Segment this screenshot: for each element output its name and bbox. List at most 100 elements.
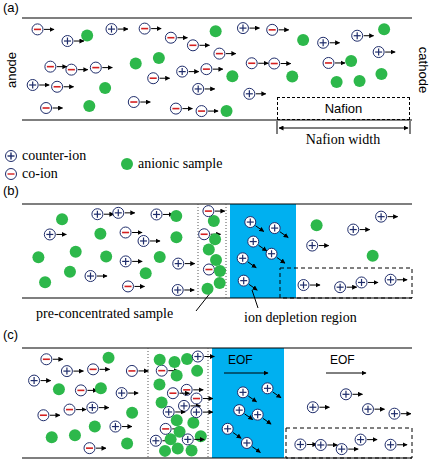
minus-sign (269, 29, 276, 31)
anionic-sample (70, 246, 82, 258)
minus-sign (169, 392, 176, 394)
counter-ion (113, 207, 124, 218)
counter-ion (340, 389, 351, 400)
legend-swatch (4, 167, 18, 181)
counter-ion (237, 253, 248, 264)
annotation-label: (b) (3, 184, 19, 198)
ion-arrow (140, 102, 150, 103)
annotation-label: (a) (3, 1, 19, 15)
counter-ion (335, 282, 346, 293)
ion-arrow (263, 418, 271, 424)
anionic-sample (56, 213, 68, 225)
ion-arrow (199, 45, 209, 46)
co-ion (88, 364, 99, 375)
minus-sign (205, 269, 212, 271)
swatch-sign (8, 173, 15, 174)
co-ion (323, 57, 334, 68)
minus-sign (193, 398, 200, 400)
annotation-label: (c) (3, 328, 18, 342)
counter-ion (172, 284, 183, 295)
anionic-sample (367, 250, 379, 262)
counter-ion (138, 235, 149, 246)
ion-arrow (132, 232, 142, 233)
ion-arrow (175, 411, 185, 412)
plus-sign (118, 209, 119, 216)
sample-band-border (208, 348, 209, 458)
anionic-sample (203, 243, 215, 255)
anionic-sample (103, 352, 115, 364)
co-ion (267, 24, 278, 35)
plus-sign (243, 277, 244, 284)
plus-sign (97, 211, 98, 218)
eof-arrow (224, 373, 268, 374)
counter-ion (356, 277, 367, 288)
ion-arrow (256, 226, 264, 232)
ion-arrow (57, 66, 67, 67)
plus-sign (239, 407, 240, 414)
co-ion (75, 385, 86, 396)
nafion-membrane: Nafion (277, 97, 410, 120)
counter-ion (376, 211, 387, 222)
counter-ion (29, 375, 40, 386)
ion-arrow (248, 396, 256, 402)
ion-arrow (138, 370, 148, 371)
anionic-sample (140, 267, 152, 279)
ion-arrow (53, 108, 63, 109)
co-ion (148, 73, 159, 84)
minus-sign (34, 29, 41, 31)
counter-ion (237, 23, 248, 34)
plus-sign (242, 25, 243, 32)
co-ion (32, 24, 43, 35)
plus-sign (32, 82, 33, 89)
anionic-sample (153, 379, 165, 391)
ion-arrow (368, 282, 378, 283)
plus-sign (353, 226, 354, 233)
anionic-sample (165, 433, 177, 445)
plus-sign (66, 368, 67, 375)
swatch-sign (10, 153, 11, 160)
plus-sign (271, 250, 272, 257)
anionic-sample (214, 277, 226, 289)
minus-sign (167, 37, 174, 39)
anionic-sample (345, 55, 357, 67)
ion-arrow (360, 229, 370, 230)
plus-sign (197, 353, 198, 360)
node-text: Nafion (325, 101, 363, 116)
co-ion (246, 58, 257, 69)
counter-ion (373, 47, 384, 58)
anionic-sample (297, 34, 309, 46)
minus-sign (43, 358, 50, 360)
minus-sign (183, 389, 190, 391)
ion-arrow (100, 369, 110, 370)
anionic-sample (126, 407, 138, 419)
anionic-sample (286, 70, 298, 82)
ion-arrow (352, 394, 362, 395)
anionic-sample (69, 429, 81, 441)
anionic-sample (83, 100, 95, 112)
ion-arrow (78, 69, 88, 70)
co-ion (170, 103, 181, 114)
minus-sign (150, 77, 157, 79)
ion-arrow (347, 287, 357, 288)
ion-arrow (64, 86, 74, 87)
ion-arrow (203, 398, 213, 399)
counter-ion (244, 88, 255, 99)
co-ion (201, 64, 212, 75)
anionic-sample (187, 417, 199, 429)
ion-arrow (204, 356, 214, 357)
ion-arrow (193, 389, 203, 390)
anionic-sample (154, 354, 166, 366)
nafion-membrane (286, 428, 412, 458)
ion-arrow (151, 28, 161, 29)
annotation-label: ion depletion region (244, 310, 357, 325)
counter-ion (182, 434, 193, 445)
plus-sign (357, 32, 358, 39)
minus-sign (122, 232, 129, 234)
anionic-sample (170, 210, 182, 222)
ion-arrow (397, 444, 407, 445)
ion-arrow (256, 93, 266, 94)
counter-ion (222, 423, 233, 434)
plus-sign (49, 231, 50, 238)
counter-ion (252, 409, 263, 420)
